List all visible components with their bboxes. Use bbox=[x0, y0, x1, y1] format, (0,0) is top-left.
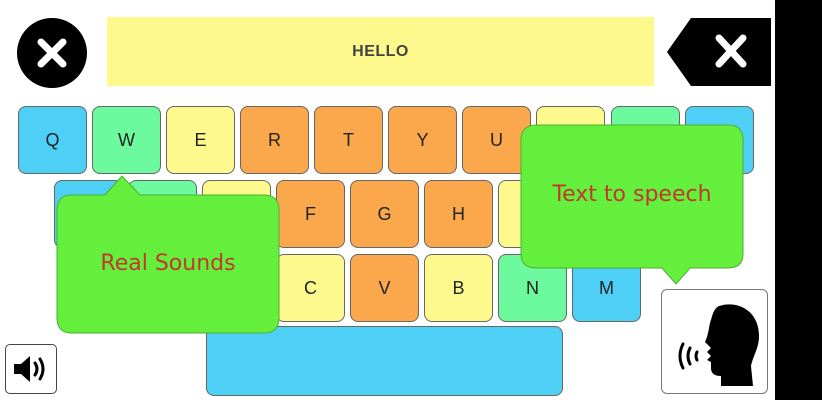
key-r[interactable]: R bbox=[240, 106, 309, 174]
speaking-head-icon bbox=[678, 303, 759, 386]
key-n[interactable]: N bbox=[498, 254, 567, 322]
key-b[interactable]: B bbox=[424, 254, 493, 322]
key-s[interactable] bbox=[128, 180, 197, 248]
key-h[interactable]: H bbox=[424, 180, 493, 248]
key-d[interactable] bbox=[202, 180, 271, 248]
key-q[interactable]: Q bbox=[18, 106, 87, 174]
key-u[interactable]: U bbox=[462, 106, 531, 174]
real-sounds-callout: Real Sounds bbox=[100, 251, 236, 276]
key-a[interactable] bbox=[54, 180, 123, 248]
key-v[interactable]: V bbox=[350, 254, 419, 322]
text-display: HELLO bbox=[107, 17, 654, 86]
key-g[interactable]: G bbox=[350, 180, 419, 248]
speaker-icon bbox=[14, 356, 45, 382]
key-m[interactable]: M bbox=[572, 254, 641, 322]
app-screen: HELLO Q W E R T Y U F G H C V B N M bbox=[0, 0, 775, 400]
key-p[interactable] bbox=[685, 106, 754, 174]
close-circle-icon bbox=[37, 38, 67, 68]
key-c[interactable]: C bbox=[276, 254, 345, 322]
key-w[interactable]: W bbox=[92, 106, 161, 174]
speak-button[interactable] bbox=[661, 289, 768, 394]
display-text: HELLO bbox=[352, 42, 409, 60]
spacebar[interactable] bbox=[206, 326, 563, 396]
text-to-speech-callout: Text to speech bbox=[552, 182, 712, 207]
key-y[interactable]: Y bbox=[388, 106, 457, 174]
key-f[interactable]: F bbox=[276, 180, 345, 248]
backspace-button[interactable] bbox=[667, 18, 771, 86]
key-i[interactable] bbox=[536, 106, 605, 174]
sound-toggle-button[interactable] bbox=[5, 344, 57, 394]
backspace-icon bbox=[667, 18, 771, 86]
key-o[interactable] bbox=[611, 106, 680, 174]
key-e[interactable]: E bbox=[166, 106, 235, 174]
key-t[interactable]: T bbox=[314, 106, 383, 174]
clear-button[interactable] bbox=[17, 18, 87, 88]
